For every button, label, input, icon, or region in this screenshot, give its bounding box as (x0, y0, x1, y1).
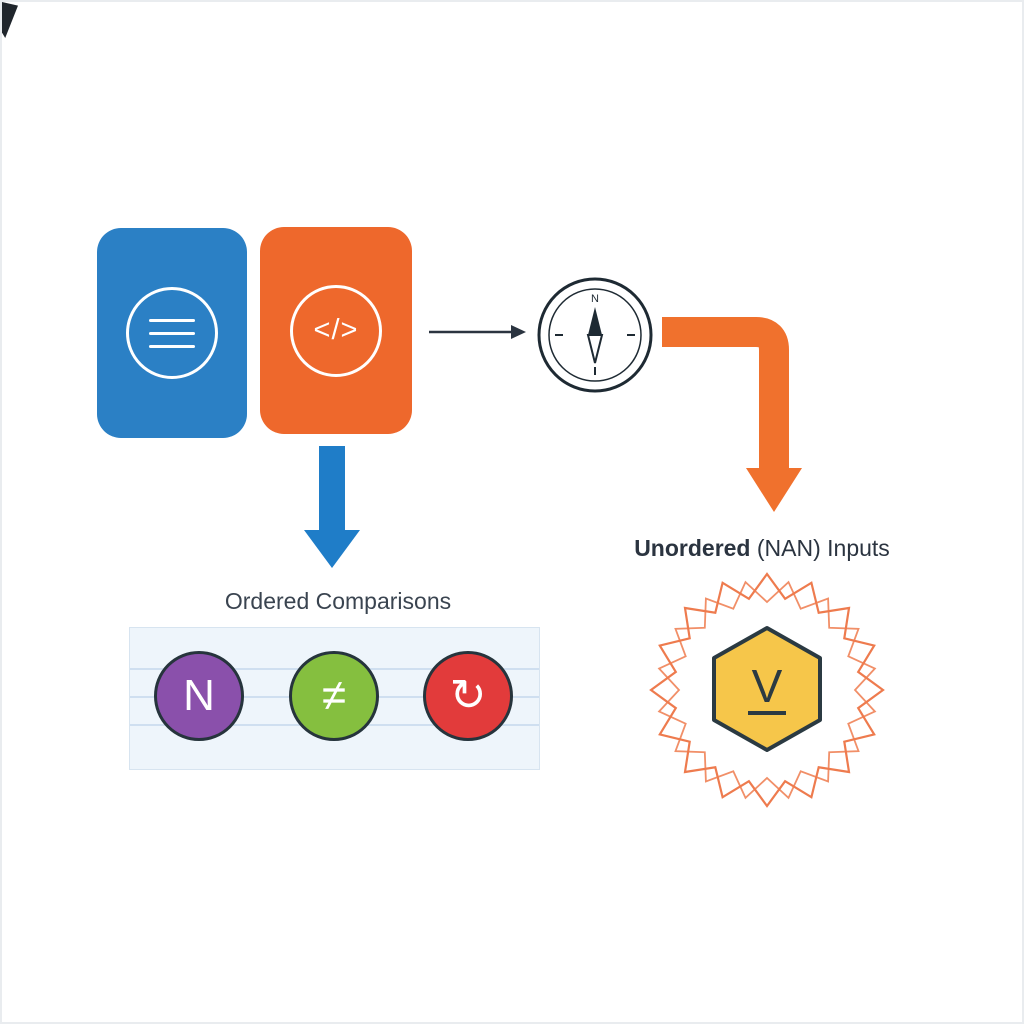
list-icon (126, 287, 218, 379)
comparison-item-label: N (183, 671, 215, 720)
unordered-title-rest: (NAN) Inputs (750, 535, 890, 561)
code-glyph: </> (313, 314, 359, 346)
blue-flow-arrow (304, 446, 360, 568)
orange-flow-arrow (662, 317, 802, 512)
ordered-comparisons-title: Ordered Comparisons (224, 588, 452, 614)
hexagon-shape (712, 626, 822, 752)
compass-needle-north (588, 307, 602, 335)
comparison-item-label: ≠ (321, 671, 347, 720)
compass-needle-south (586, 334, 604, 364)
unordered-title-bold: Unordered (634, 535, 751, 561)
source-card-blue (97, 228, 247, 438)
nan-hexagon: V (708, 623, 826, 755)
nan-burst (649, 572, 885, 808)
nan-hexagon-label: V (747, 663, 787, 715)
unordered-title: Unordered (NAN) Inputs (592, 535, 932, 562)
code-icon: </> (290, 284, 382, 377)
source-card-orange: </> (260, 227, 412, 434)
flow-arrow (429, 325, 526, 339)
compass-north-label: N (591, 293, 599, 305)
comparison-item-cycle: ↻ (423, 651, 513, 741)
compass-icon: N (537, 277, 653, 393)
comparison-item-not-equal: ≠ (289, 651, 379, 741)
comparison-item-numeric: N (154, 651, 244, 741)
comparison-item-label: ↻ (449, 671, 487, 720)
corner-artifact (2, 2, 18, 38)
